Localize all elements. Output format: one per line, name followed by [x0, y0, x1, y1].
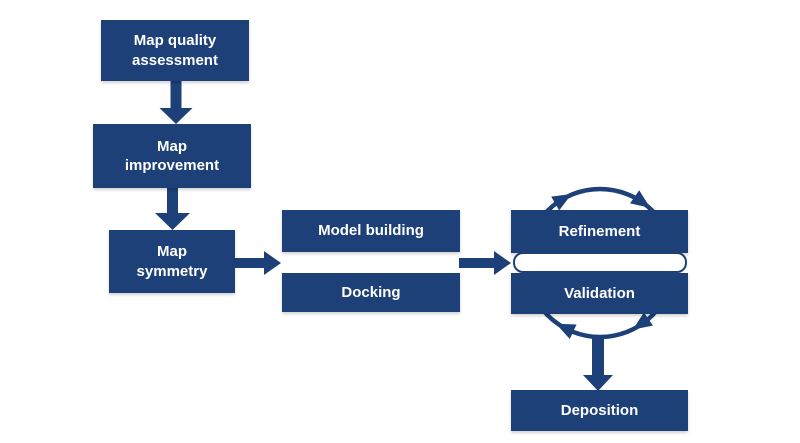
cycle-arrowhead-top-left-icon: [551, 194, 572, 211]
refinement-validation-gap-strip: [513, 252, 687, 273]
flow-box-map-improvement: Map improvement: [93, 124, 251, 188]
flow-box-validation: Validation: [511, 273, 688, 314]
arrow-modeling-to-refinement-icon: [459, 251, 511, 275]
flow-box-model-building: Model building: [282, 210, 460, 252]
arrow-cycle-to-deposition-icon: [583, 337, 613, 391]
flow-box-docking: Docking: [282, 273, 460, 312]
flow-box-map-symmetry: Map symmetry: [109, 230, 235, 293]
flow-box-refinement: Refinement: [511, 210, 688, 253]
cycle-arrowhead-bottom-left-icon: [555, 323, 577, 340]
arrow-improvement-to-symmetry-icon: [155, 186, 190, 230]
cycle-arrowhead-bottom-right-icon: [632, 312, 653, 330]
cycle-arrowhead-top-right-icon: [630, 190, 651, 208]
flow-box-map-quality-assessment: Map quality assessment: [101, 20, 249, 81]
arrow-symmetry-to-modeling-icon: [235, 251, 281, 275]
flow-box-deposition: Deposition: [511, 390, 688, 431]
arrow-quality-to-improvement-icon: [159, 80, 193, 124]
